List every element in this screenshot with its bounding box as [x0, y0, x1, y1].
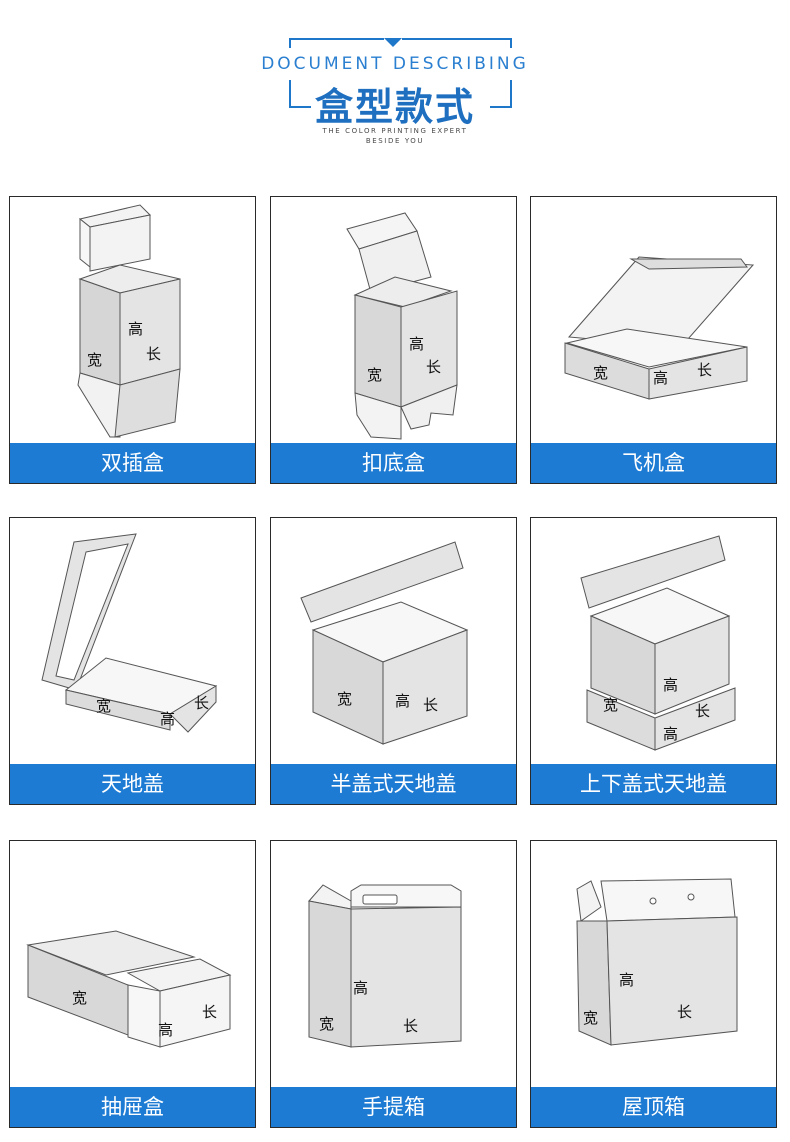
mailer-box-illustration: 宽 高 长 — [564, 256, 755, 400]
height-label: 高 — [128, 320, 143, 338]
tuck-end-box-illustration: 高 长 宽 — [77, 204, 181, 438]
header-frame-bottom-left — [289, 106, 311, 108]
handle-box-illustration: 高 宽 长 — [308, 884, 462, 1048]
height-label: 高 — [653, 369, 668, 387]
box-style-label: 扣底盒 — [271, 443, 516, 483]
header-title-cn: 盒型款式 — [314, 85, 475, 129]
section-header: DOCUMENT DESCRIBING 盒型款式 THE COLOR PRINT… — [0, 0, 790, 170]
length-label: 长 — [677, 1003, 692, 1021]
height-label: 高 — [395, 692, 410, 710]
header-frame-top-left — [289, 38, 384, 40]
header-subtitle-line2: BESIDE YOU — [365, 137, 425, 145]
length-label: 长 — [695, 702, 710, 720]
length-label: 长 — [423, 696, 438, 714]
height-label: 高 — [158, 1021, 173, 1039]
box-style-label: 半盖式天地盖 — [271, 764, 516, 804]
length-label: 长 — [697, 361, 712, 379]
width-label: 宽 — [87, 351, 102, 369]
width-label: 宽 — [593, 364, 608, 382]
box-card-telescope-lid: 宽 高 长 天地盖 — [9, 517, 256, 805]
height-label: 高 — [160, 710, 175, 728]
box-card-half-lid: 宽 高 长 半盖式天地盖 — [270, 517, 517, 805]
width-label: 宽 — [337, 690, 352, 708]
header-frame-top-right — [402, 38, 512, 40]
half-lid-box-illustration: 宽 高 长 — [300, 541, 469, 745]
box-card-lock-bottom: 高 长 宽 扣底盒 — [270, 196, 517, 484]
box-style-label: 天地盖 — [10, 764, 255, 804]
header-frame-right-top — [510, 38, 512, 48]
height-label: 高 — [663, 676, 678, 694]
length-label: 长 — [403, 1017, 418, 1035]
telescope-lid-box-illustration: 宽 高 长 — [41, 533, 218, 733]
box-card-gable-top: 高 宽 长 屋顶箱 — [530, 840, 777, 1128]
box-card-full-lid: 高 宽 长 高 上下盖式天地盖 — [530, 517, 777, 805]
width-label: 宽 — [603, 696, 618, 714]
length-label: 长 — [426, 358, 441, 376]
height-label: 高 — [619, 971, 634, 989]
box-style-label: 飞机盒 — [531, 443, 776, 483]
height-label: 高 — [353, 979, 368, 997]
length-label: 长 — [202, 1003, 217, 1021]
width-label: 宽 — [96, 697, 111, 715]
height-label-base: 高 — [663, 725, 678, 743]
height-label: 高 — [409, 335, 424, 353]
header-frame-bottom-right — [490, 106, 512, 108]
width-label: 宽 — [319, 1015, 334, 1033]
box-style-label: 上下盖式天地盖 — [531, 764, 776, 804]
box-card-mailer: 宽 高 长 飞机盒 — [530, 196, 777, 484]
width-label: 宽 — [583, 1009, 598, 1027]
box-style-label: 手提箱 — [271, 1087, 516, 1127]
header-subtitle-line1: THE COLOR PRINTING EXPERT — [322, 127, 468, 135]
length-label: 长 — [194, 694, 209, 712]
header-frame-left-bottom — [289, 80, 291, 108]
header-frame-left-top — [289, 38, 291, 48]
gable-top-box-illustration: 高 宽 长 — [576, 878, 738, 1046]
box-style-label: 抽屉盒 — [10, 1087, 255, 1127]
lock-bottom-box-illustration: 高 长 宽 — [346, 212, 458, 440]
full-lid-box-illustration: 高 宽 长 高 — [580, 535, 736, 751]
box-style-label: 屋顶箱 — [531, 1087, 776, 1127]
width-label: 宽 — [72, 989, 87, 1007]
box-style-label: 双插盒 — [10, 443, 255, 483]
header-title-en: DOCUMENT DESCRIBING — [261, 54, 529, 74]
width-label: 宽 — [367, 366, 382, 384]
length-label: 长 — [146, 345, 161, 363]
header-frame-right-bottom — [510, 80, 512, 108]
box-card-tuck-end: 高 长 宽 双插盒 — [9, 196, 256, 484]
box-card-handle-box: 高 宽 长 手提箱 — [270, 840, 517, 1128]
drawer-box-illustration: 宽 高 长 — [26, 930, 232, 1048]
header-triangle-icon — [384, 38, 402, 47]
box-card-drawer: 宽 高 长 抽屉盒 — [9, 840, 256, 1128]
